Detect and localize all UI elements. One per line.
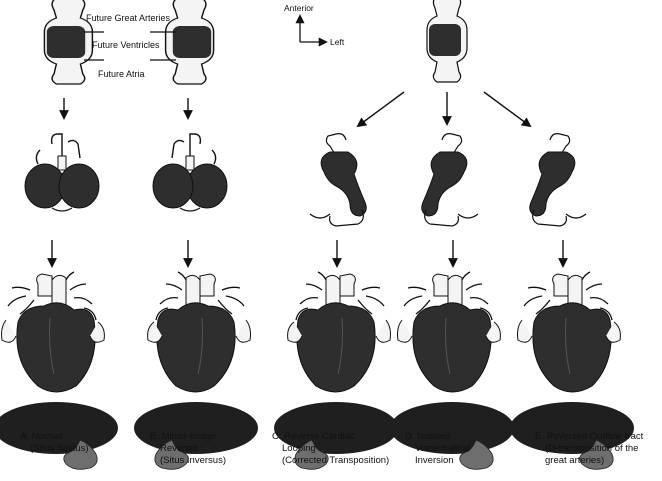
tube-heart-mirror	[164, 0, 215, 85]
caption-a-subtitle: (Situs Solitus)	[30, 443, 89, 454]
caption-e-title: Reversed Outflow tract	[546, 431, 644, 442]
caption-c-letter: C.	[272, 431, 282, 442]
looped-heart-d	[421, 133, 479, 227]
caption-b-subtitle: (Situs Inversus)	[160, 455, 226, 466]
caption-b-letter: B.	[150, 431, 159, 442]
label-future-atria: Future Atria	[98, 69, 145, 79]
caption-e-line2: (D-transposition of the	[545, 443, 639, 454]
label-anterior: Anterior	[284, 3, 314, 13]
orientation-axes	[295, 14, 328, 47]
caption-e-subtitle: great arteries)	[545, 455, 605, 466]
tube-heart-common	[426, 0, 468, 83]
label-future-great-arteries: Future Great Arteries	[86, 13, 171, 23]
caption-a: A. Normal (Situs Solitus)	[20, 431, 89, 455]
caption-c-title: Reverse Cardiac	[284, 431, 355, 442]
caption-c: C. Reverse Cardiac Looping (Corrected Tr…	[272, 431, 389, 467]
arrows-stage-1	[59, 91, 532, 128]
label-future-ventricles: Future Ventricles	[92, 40, 160, 50]
looped-heart-c	[309, 133, 367, 227]
caption-a-letter: A.	[20, 431, 29, 442]
caption-b-line2: Reversal	[160, 443, 198, 454]
caption-c-line2: Looping	[282, 443, 316, 454]
caption-d-subtitle: Inversion	[415, 455, 454, 466]
twin-heart-normal	[24, 133, 100, 212]
caption-d-letter: D.	[405, 431, 415, 442]
region-label-lines	[84, 31, 176, 61]
looped-heart-e	[529, 133, 587, 227]
caption-e: E. Reversed Outflow tract (D-transpositi…	[535, 431, 643, 467]
caption-d: D. Isolated Viscero-atrial Inversion	[405, 431, 470, 467]
caption-c-subtitle: (Corrected Transposition)	[282, 455, 390, 466]
caption-d-title: Isolated	[417, 431, 451, 442]
caption-e-letter: E.	[535, 431, 544, 442]
twin-heart-mirror	[152, 133, 228, 212]
caption-b-title: Mirror-Image	[161, 431, 216, 442]
label-left: Left	[330, 37, 345, 47]
caption-d-line2: Viscero-atrial	[415, 443, 471, 454]
caption-b: B. Mirror-Image Reversal (Situs Inversus…	[150, 431, 226, 467]
arrows-stage-2	[47, 240, 568, 268]
caption-a-title: Normal	[31, 431, 63, 442]
